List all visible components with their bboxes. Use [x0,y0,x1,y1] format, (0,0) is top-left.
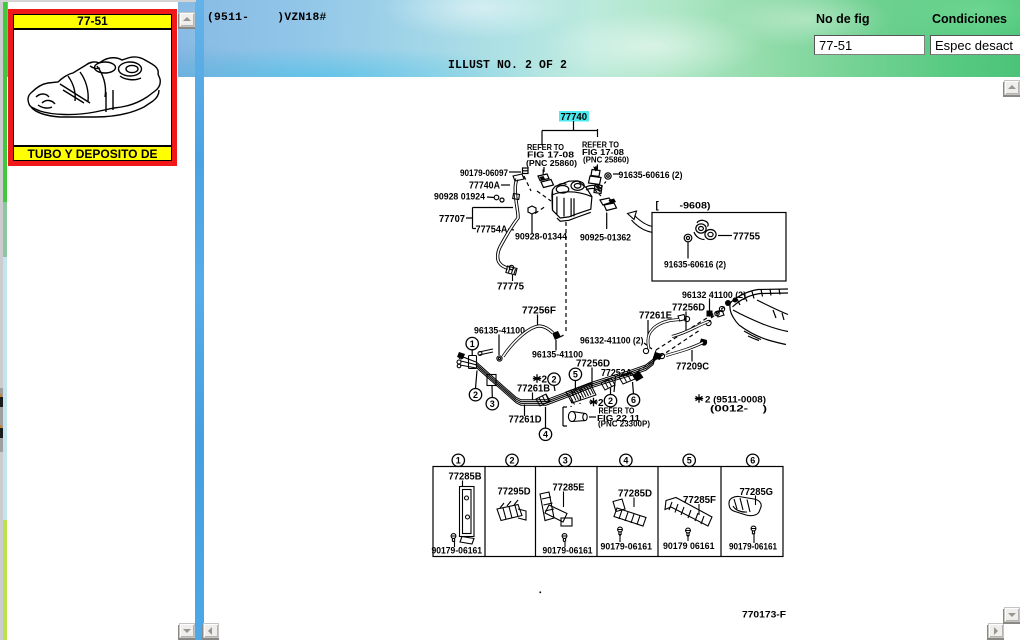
svg-text:96132-41100 (2): 96132-41100 (2) [580,336,644,347]
svg-text:3: 3 [490,399,495,409]
svg-text:77261B: 77261B [517,384,550,395]
svg-text:FIG 22 11: FIG 22 11 [597,414,641,423]
svg-text:770173-F: 770173-F [742,610,786,621]
svg-text:77285E: 77285E [553,483,585,494]
svg-text:4: 4 [623,456,628,466]
svg-text:77285G: 77285G [740,487,774,498]
svg-text:77252A: 77252A [601,368,632,379]
svg-text:77740: 77740 [561,112,588,123]
svg-text:96135-41100: 96135-41100 [532,350,583,361]
svg-text:4: 4 [543,430,548,440]
svg-text:90928 01924: 90928 01924 [434,192,486,203]
svg-text:77209C: 77209C [676,362,709,373]
svg-text:77775: 77775 [497,282,524,293]
svg-text:77256D: 77256D [576,359,610,370]
svg-text:2: 2 [542,375,548,386]
svg-text:2 (9511-0008): 2 (9511-0008) [705,395,766,406]
svg-text:77261D: 77261D [509,415,542,426]
svg-text:90179-06161: 90179-06161 [543,546,594,557]
svg-text:91635-60616 (2): 91635-60616 (2) [619,170,683,181]
svg-text:77285D: 77285D [618,489,652,500]
svg-text:FIG 17-08: FIG 17-08 [527,151,575,160]
svg-text:[: [ [656,201,660,212]
svg-text:(PNC 25860): (PNC 25860) [583,156,629,165]
svg-text:90179-06097: 90179-06097 [460,168,508,179]
svg-text:90179-06161: 90179-06161 [432,546,483,557]
svg-text:2: 2 [598,398,604,409]
svg-text:77707: 77707 [439,214,465,225]
svg-text:2: 2 [473,390,478,400]
svg-text:REFER TO: REFER TO [527,143,564,152]
svg-text:77256D: 77256D [672,303,705,314]
svg-text:1: 1 [470,339,475,349]
svg-text:1: 1 [456,456,461,466]
svg-text:90179-06161: 90179-06161 [601,542,653,553]
svg-text:6: 6 [750,456,755,466]
svg-text:77295D: 77295D [498,487,531,498]
svg-text:5: 5 [573,370,578,380]
svg-text:2: 2 [551,374,556,384]
svg-text:77261E: 77261E [639,311,672,322]
svg-text:90928-01344: 90928-01344 [515,232,568,243]
svg-text:5: 5 [687,456,692,466]
svg-text:77740A: 77740A [469,181,500,192]
svg-text:91635-60616 (2): 91635-60616 (2) [664,260,726,271]
svg-text:3: 3 [563,456,568,466]
svg-text:77256F: 77256F [522,306,556,317]
svg-text:6: 6 [631,395,636,405]
svg-text:FIG 17-08: FIG 17-08 [582,148,625,157]
svg-text:(PNC 23300P): (PNC 23300P) [598,420,650,429]
svg-text:REFER TO: REFER TO [582,141,619,150]
svg-text:96135-41100: 96135-41100 [474,326,525,337]
svg-text:96132 41100 (2): 96132 41100 (2) [682,290,746,301]
svg-text:77285F: 77285F [683,495,716,506]
svg-text:77755: 77755 [733,232,760,243]
svg-text:90925-01362: 90925-01362 [580,233,631,244]
svg-text:90179-06161: 90179-06161 [729,542,778,553]
svg-text:2: 2 [509,456,514,466]
svg-text:77285B: 77285B [449,472,482,483]
svg-text:(0012- ): (0012- ) [710,404,767,415]
svg-text:(PNC 25860): (PNC 25860) [526,159,577,168]
svg-text:77754A: 77754A [476,225,508,236]
svg-text:90179 06161: 90179 06161 [663,541,715,552]
svg-text:2: 2 [608,396,613,406]
svg-text:-9608): -9608) [680,201,711,212]
svg-text:REFER TO: REFER TO [599,407,635,416]
